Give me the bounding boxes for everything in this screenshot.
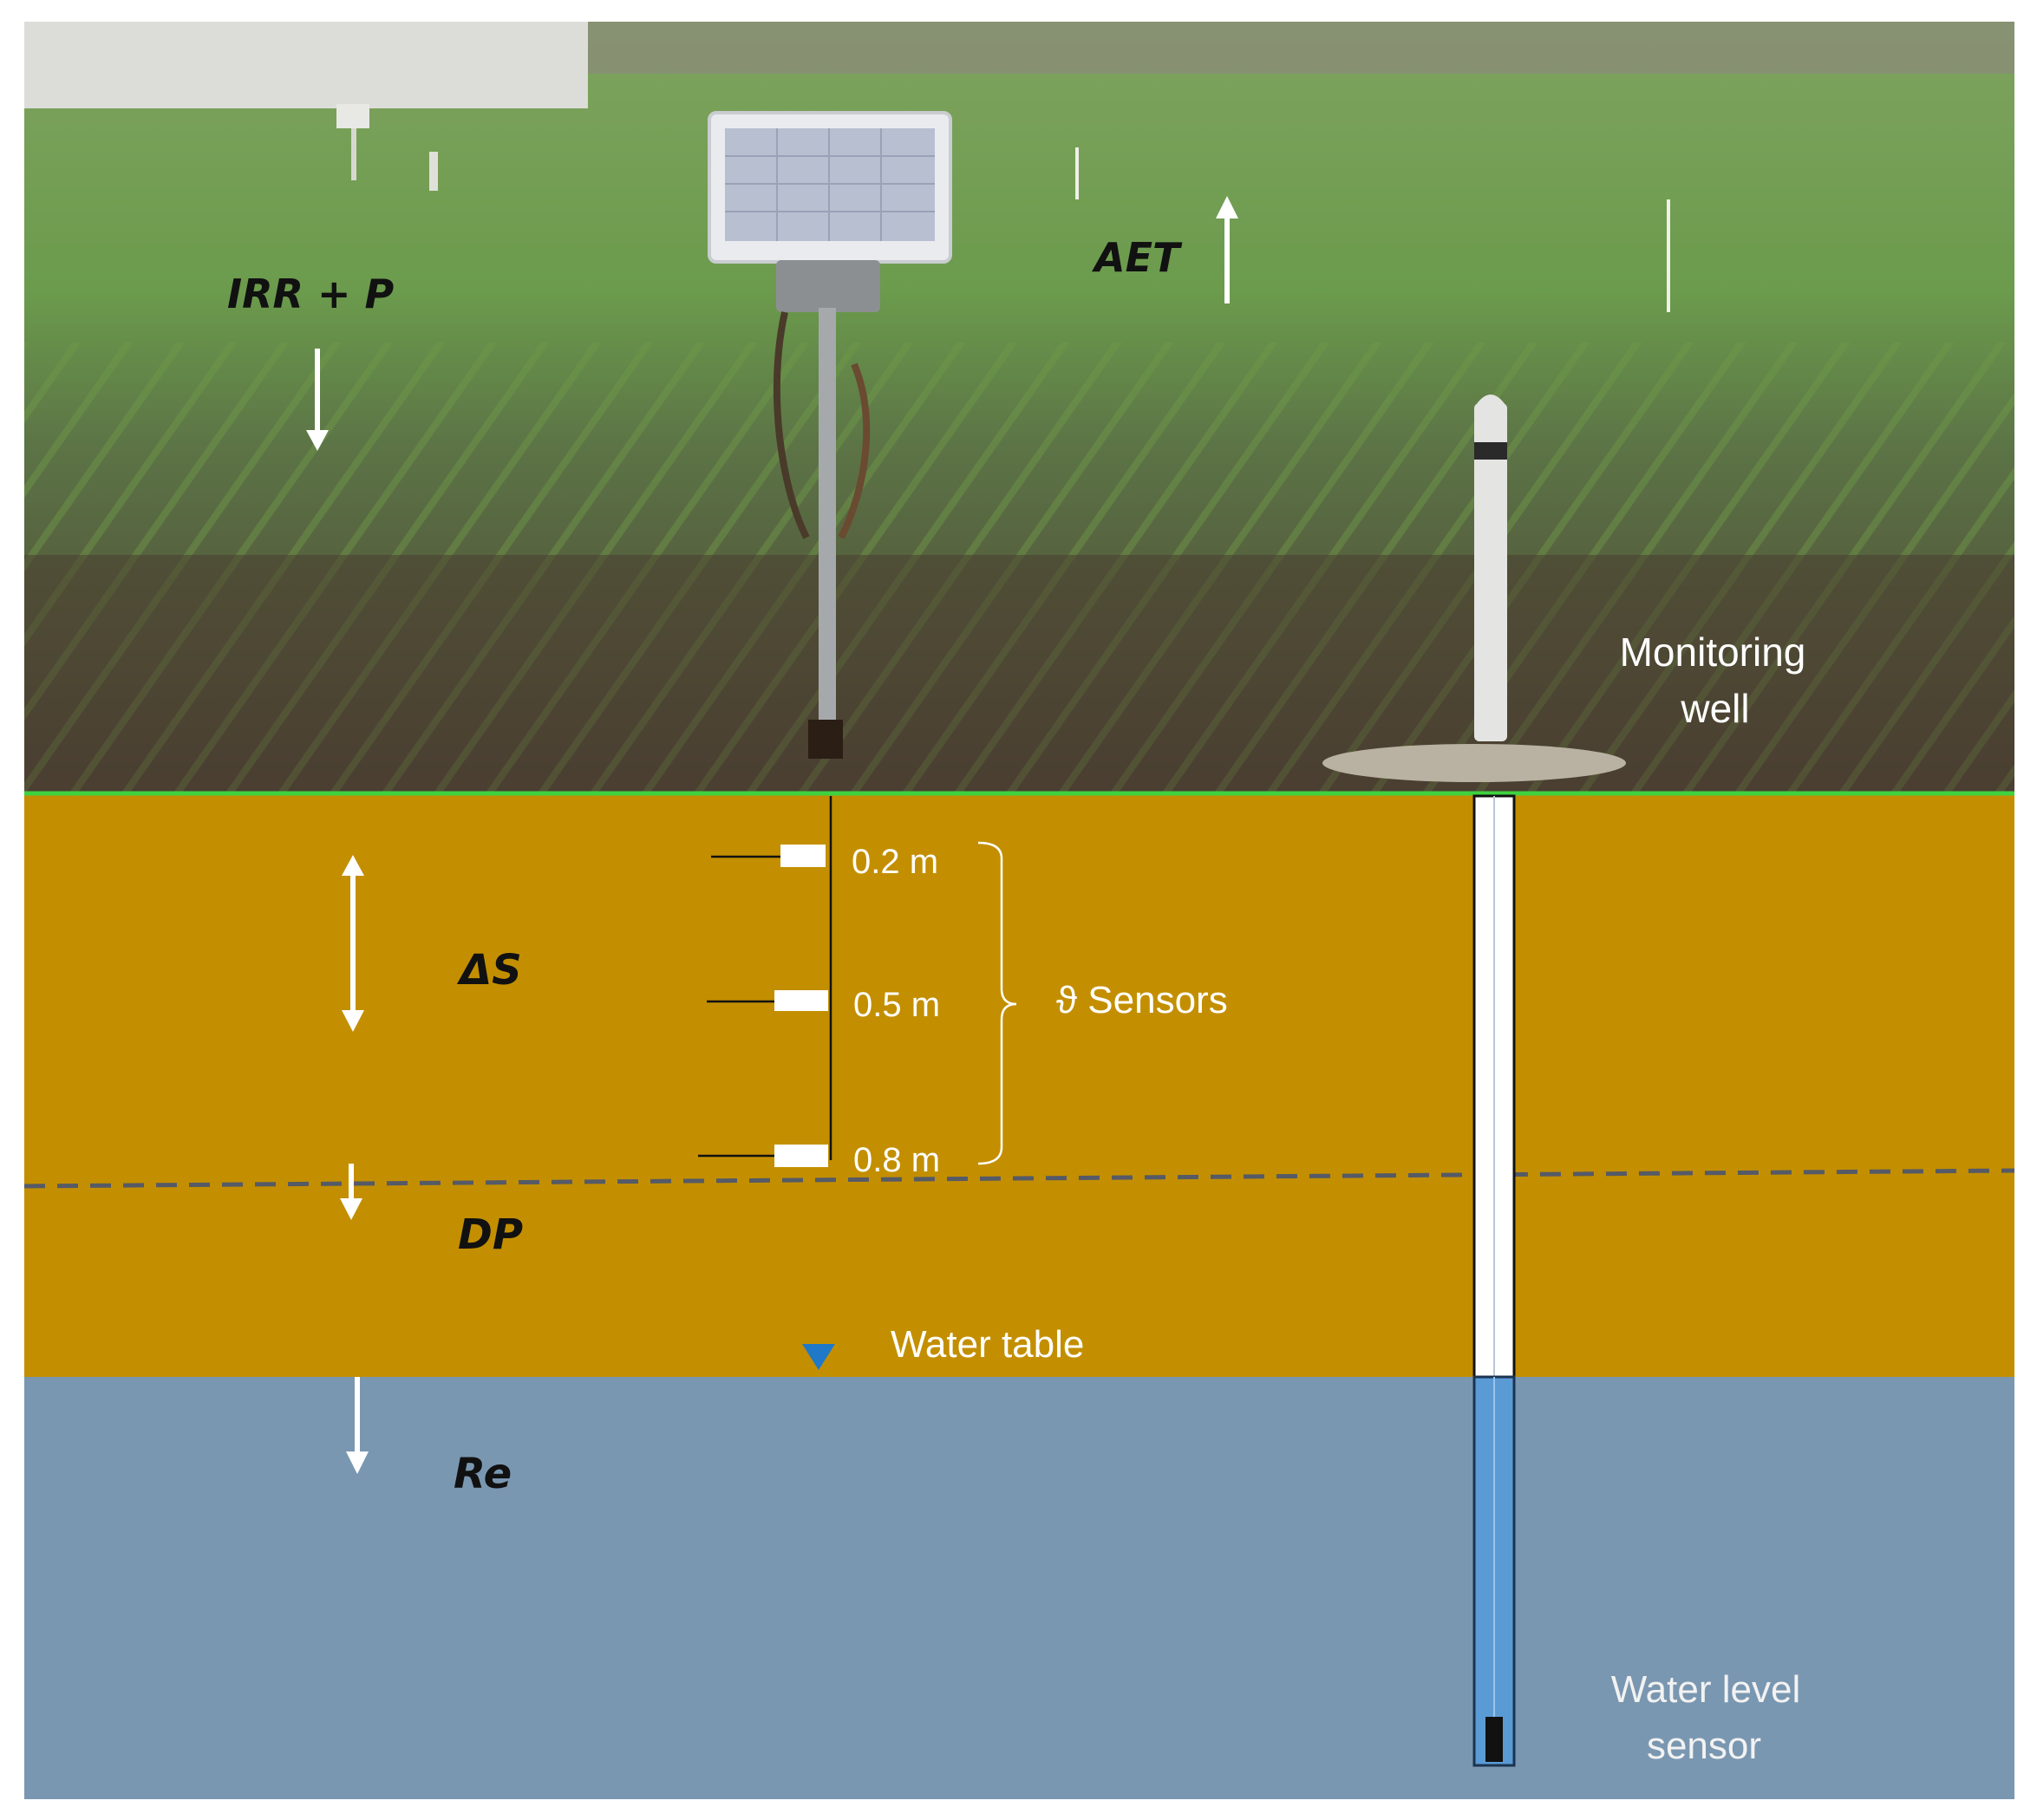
vadose-zone	[24, 793, 2014, 1377]
greenhouse-background	[24, 22, 588, 108]
sensor-depth-0-5m-label: 0.5 m	[853, 986, 940, 1024]
monitoring-well-label-line1: Monitoring	[1620, 629, 1806, 675]
dp-label: DP	[458, 1210, 523, 1259]
water-table-label: Water table	[891, 1323, 1084, 1366]
re-label: Re	[454, 1450, 512, 1498]
monitoring-well-pipe	[1322, 395, 1626, 782]
water-level-sensor-device	[1485, 1717, 1503, 1762]
dp-arrow	[340, 1164, 362, 1220]
sensor-depth-0-2m-label: 0.2 m	[852, 843, 938, 881]
solar-panel-station	[708, 111, 952, 759]
delta-s-label: ΔS	[456, 946, 522, 995]
sensors-label: ϑ Sensors	[1056, 979, 1228, 1021]
sensors-brace	[977, 841, 1017, 1165]
root-zone-boundary	[23, 1168, 2015, 1189]
well-casing	[1472, 794, 1516, 1767]
water-level-sensor-label-line1: Water level	[1611, 1668, 1800, 1711]
irr-p-label: IRR + P	[227, 271, 395, 317]
sensor-depth-0-8m-label: 0.8 m	[853, 1141, 940, 1179]
water-level-sensor-label-line2: sensor	[1647, 1725, 1761, 1767]
delta-s-arrow	[342, 855, 364, 1032]
sensor-0-5m	[774, 990, 828, 1011]
re-arrow	[346, 1377, 369, 1474]
sensor-0-8m	[774, 1145, 828, 1167]
irr-p-arrow	[306, 349, 329, 451]
field-photo	[24, 22, 2014, 793]
aet-label: AET	[1092, 234, 1183, 281]
sensor-0-2m	[780, 845, 826, 867]
monitoring-well-label-line2: well	[1680, 686, 1749, 731]
aet-arrow	[1216, 196, 1238, 303]
water-table-marker	[802, 1344, 835, 1370]
soil-moisture-probe	[698, 796, 832, 1167]
